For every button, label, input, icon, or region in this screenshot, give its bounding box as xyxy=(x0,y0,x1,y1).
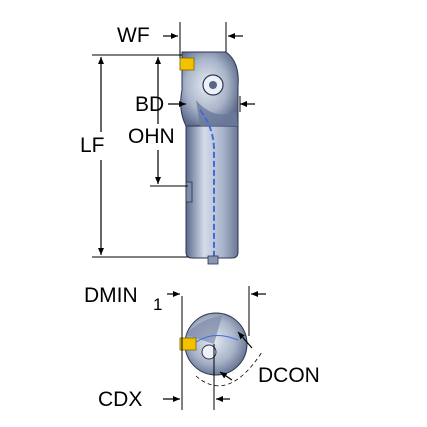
cdx-label: CDX xyxy=(98,388,142,411)
tool-neck xyxy=(185,181,193,203)
end-view-screw-icon xyxy=(201,344,217,360)
bd-dimension: BD xyxy=(135,93,255,116)
dmin-label: DMIN xyxy=(84,284,138,307)
cdx-dimension: CDX xyxy=(98,388,230,411)
dmin-subscript: 1 xyxy=(153,295,162,314)
wf-label: WF xyxy=(117,24,150,47)
end-view xyxy=(179,286,263,410)
end-view-insert xyxy=(179,337,197,351)
ohn-dimension: OHN xyxy=(128,57,175,184)
lf-dimension: LF xyxy=(80,57,105,255)
dcon-dimension: DCON xyxy=(219,331,320,387)
dmin-dimension: DMIN 1 xyxy=(84,284,266,314)
bd-label: BD xyxy=(135,93,164,116)
ohn-label: OHN xyxy=(128,125,175,148)
wf-dimension: WF xyxy=(117,24,243,47)
dcon-label: DCON xyxy=(258,364,320,387)
lf-label: LF xyxy=(80,134,105,157)
dcon-arc xyxy=(195,351,263,386)
cutting-insert xyxy=(179,57,195,71)
side-view xyxy=(92,22,239,265)
coolant-channel xyxy=(199,109,215,258)
tool-shank xyxy=(185,119,239,259)
